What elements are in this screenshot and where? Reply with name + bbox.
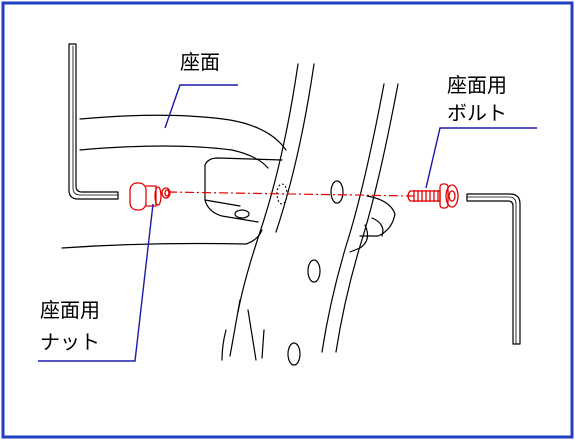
left-hex-key-icon <box>68 43 119 200</box>
bracket-hole <box>234 209 250 219</box>
seat-bolt-icon <box>407 183 459 209</box>
seat-nut-label-line2: ナット <box>40 330 100 354</box>
post-hole-1 <box>330 180 344 204</box>
assembly-axis-line <box>167 191 415 197</box>
post-hole-3 <box>287 342 301 366</box>
post-hole-2 <box>307 259 321 283</box>
seat-nut-icon <box>129 182 171 211</box>
seat-bolt-label-line2: ボルト <box>447 101 507 125</box>
seat-leader-line <box>164 84 238 129</box>
seat-bolt-label-line1: 座面用 <box>447 73 507 97</box>
seat-nut-label-line1: 座面用 <box>40 298 100 322</box>
right-hex-key-icon <box>466 193 521 345</box>
seat-nut-leader-line <box>38 203 154 362</box>
seat-bracket <box>204 157 283 223</box>
chair-post <box>221 63 399 361</box>
seat-label: 座面 <box>180 50 220 74</box>
seat-bolt-leader-line <box>425 127 537 189</box>
seat-board <box>61 114 287 249</box>
